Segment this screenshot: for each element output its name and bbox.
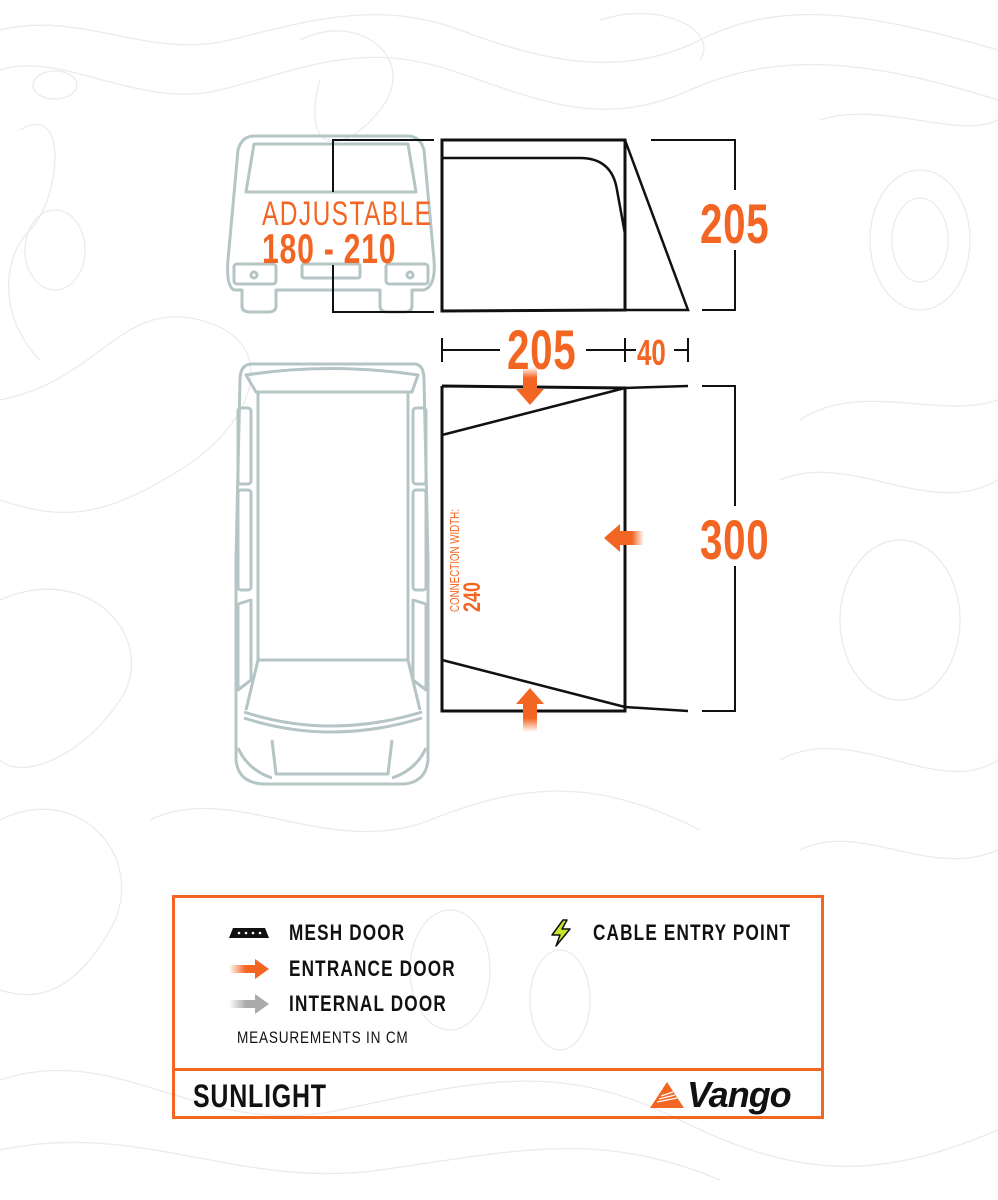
vango-logo: Vango — [649, 1074, 792, 1116]
legend-label: CABLE ENTRY POINT — [593, 920, 792, 945]
entrance-door-arrow-icon — [516, 367, 544, 405]
legend-label: ENTRANCE DOOR — [289, 956, 456, 981]
awning-height-label: 205 — [700, 192, 770, 255]
legend-label: INTERNAL DOOR — [289, 991, 447, 1016]
legend-item-mesh-door: MESH DOOR — [227, 920, 438, 946]
connection-width: CONNECTION WIDTH: 240 — [447, 475, 486, 612]
internal-door-arrow-icon — [227, 994, 271, 1014]
height-range-label: 180 - 210 — [262, 225, 397, 272]
legend-item-internal-door: INTERNAL DOOR — [227, 991, 491, 1017]
mesh-door-icon — [227, 923, 271, 943]
adjustable-label: ADJUSTABLE — [262, 195, 433, 233]
legend-item-entrance-door: ENTRANCE DOOR — [227, 956, 503, 982]
vango-triangle-icon — [650, 1082, 684, 1108]
entrance-door-arrow-icon — [604, 524, 644, 552]
extension-depth-label: 40 — [637, 332, 666, 373]
vehicle-top-icon — [234, 362, 430, 786]
awning-width-label: 300 — [700, 508, 770, 571]
awning-plan-view — [440, 384, 736, 713]
legend-label: MESH DOOR — [289, 920, 406, 945]
entrance-door-arrow-icon — [516, 688, 544, 732]
awning-side-elevation — [440, 138, 736, 313]
vehicle-front-icon — [226, 134, 436, 314]
awning-depth-label: 205 — [507, 318, 577, 381]
lightning-bolt-icon — [547, 919, 575, 947]
brand-name: Vango — [687, 1074, 792, 1115]
legend-box: MESH DOOR ENTRANCE DOOR INTERNAL DOOR CA… — [172, 895, 824, 1119]
legend-item-cable-entry: CABLE ENTRY POINT — [547, 919, 847, 947]
entrance-door-arrow-icon — [227, 959, 271, 979]
model-name: SUNLIGHT — [193, 1078, 327, 1114]
measurement-note: MEASUREMENTS IN CM — [237, 1028, 409, 1047]
connection-width-value: 240 — [459, 581, 486, 612]
legend-divider — [175, 1068, 821, 1071]
